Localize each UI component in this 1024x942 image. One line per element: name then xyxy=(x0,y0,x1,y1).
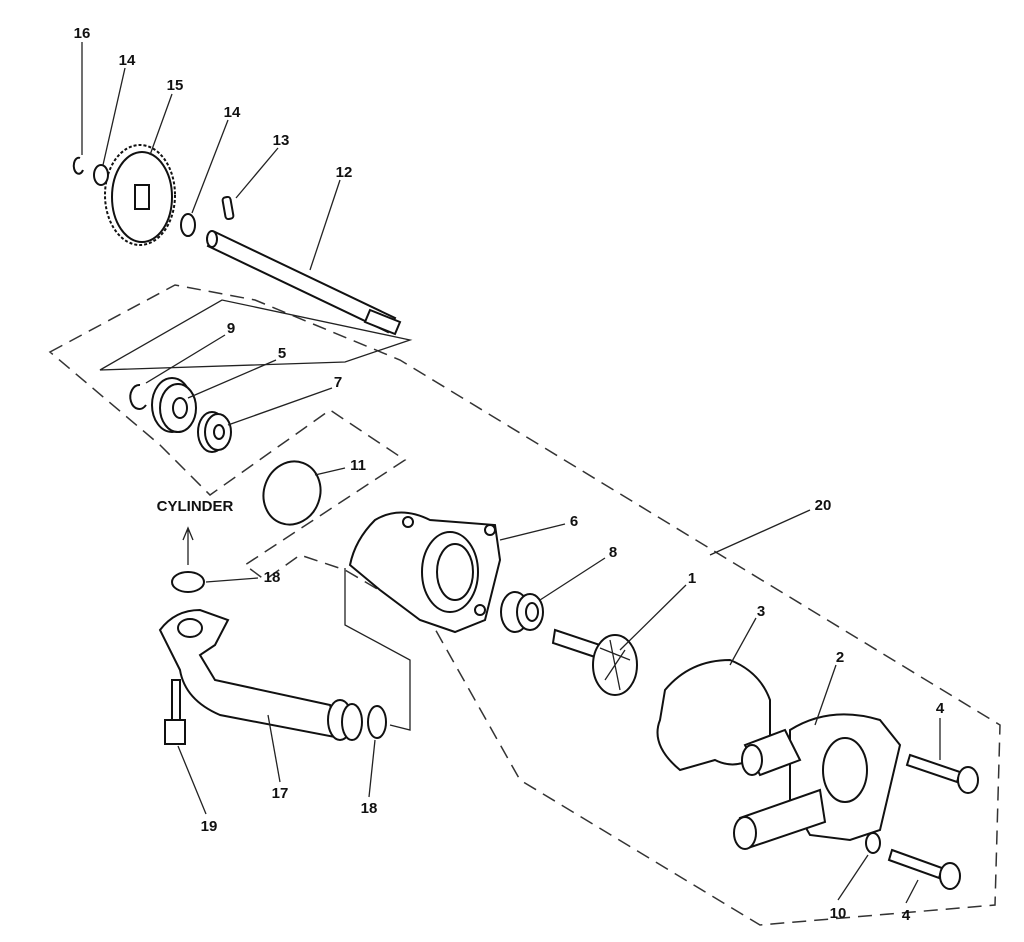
callout-14: 14 xyxy=(224,104,241,121)
callout-15: 15 xyxy=(167,77,184,94)
part-2-pump-cover xyxy=(733,713,902,850)
callout-20: 20 xyxy=(815,497,832,514)
callout-18: 18 xyxy=(361,800,378,817)
part-4-bolt xyxy=(905,753,979,794)
part-19-bolt xyxy=(164,679,186,745)
part-11-o-ring xyxy=(262,460,322,526)
callout-1: 1 xyxy=(688,570,696,587)
part-16-circlip xyxy=(72,156,84,175)
shaft-bracket xyxy=(99,299,413,371)
callout-11: 11 xyxy=(350,457,366,474)
part-18-o-ring xyxy=(171,571,205,593)
part-1-impeller xyxy=(551,628,638,696)
callout-10: 10 xyxy=(830,905,847,922)
part-12-shaft xyxy=(206,230,402,336)
callout-14: 14 xyxy=(119,52,136,69)
part-5-bearing xyxy=(151,377,197,433)
callout-7: 7 xyxy=(334,374,342,391)
callout-17: 17 xyxy=(272,785,289,802)
callout-18: 18 xyxy=(264,569,281,586)
callout-3: 3 xyxy=(757,603,765,620)
callout-9: 9 xyxy=(227,320,235,337)
part-7-seal xyxy=(197,411,232,453)
callout-13: 13 xyxy=(273,132,290,149)
callout-4: 4 xyxy=(936,700,945,717)
part-6-pump-housing xyxy=(348,511,502,634)
cylinder-arrow xyxy=(182,526,194,565)
callout-16: 16 xyxy=(74,25,91,42)
callout-6: 6 xyxy=(570,513,578,530)
part-18-o-ring xyxy=(367,705,387,739)
callout-8: 8 xyxy=(609,544,617,561)
part-15-gear xyxy=(104,144,176,246)
part-10-washer xyxy=(865,832,881,854)
callout-19: 19 xyxy=(201,818,218,835)
callout-5: 5 xyxy=(278,345,286,362)
part-8-mechanical-seal xyxy=(500,591,544,633)
callout-12: 12 xyxy=(336,164,353,181)
callout-4: 4 xyxy=(902,907,911,924)
cylinder-label: CYLINDER xyxy=(157,498,234,515)
part-17-pipe xyxy=(158,608,363,741)
leader-lines xyxy=(81,42,941,904)
part-9-circlip xyxy=(129,383,147,410)
part-13-pin xyxy=(221,195,235,221)
part-14-washer xyxy=(180,213,196,237)
bracket xyxy=(344,568,411,731)
part-4-bolt xyxy=(887,848,961,890)
part-14-washer xyxy=(93,164,109,186)
callout-2: 2 xyxy=(836,649,844,666)
